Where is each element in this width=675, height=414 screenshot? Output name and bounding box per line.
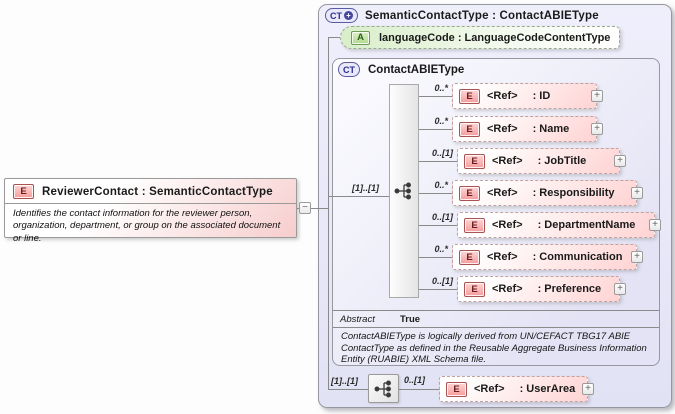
abstract-row: Abstract True xyxy=(340,314,420,325)
complex-type-icon: CT xyxy=(338,62,360,77)
element-row-userarea[interactable]: E <Ref> : UserArea xyxy=(439,376,588,402)
element-row-name[interactable]: E <Ref> : Name xyxy=(452,116,597,142)
base-type-title: ContactABIEType xyxy=(368,63,465,76)
connector-trunk xyxy=(328,37,329,390)
root-element-box[interactable]: E ReviewerContact : SemanticContactType … xyxy=(4,178,297,244)
ct-icon-label: CT xyxy=(343,64,355,75)
element-icon: E xyxy=(459,88,480,104)
element-cardinality: 0..[1] xyxy=(431,276,453,286)
connector-to-bottom-sequence xyxy=(328,389,368,390)
divider xyxy=(5,203,296,204)
element-name: : Communication xyxy=(532,251,623,263)
connector-element xyxy=(419,161,457,162)
expand-toggle[interactable]: + xyxy=(631,251,643,263)
ct-icon-label: CT xyxy=(330,10,342,21)
element-row-id[interactable]: E <Ref> : ID xyxy=(452,83,597,109)
element-ref: <Ref> xyxy=(487,90,518,102)
connector-element xyxy=(419,289,457,290)
element-icon: E xyxy=(464,281,485,297)
root-element-title: ReviewerContact : SemanticContactType xyxy=(42,185,273,198)
element-icon: E xyxy=(459,249,480,265)
expand-toggle[interactable]: + xyxy=(582,383,594,395)
element-ref: <Ref> xyxy=(487,123,518,135)
divider xyxy=(333,327,659,328)
panel-title: SemanticContactType : ContactABIEType xyxy=(365,9,599,22)
sequence-cardinality: [1]..[1] xyxy=(331,376,358,386)
connector-root-to-panel xyxy=(297,208,328,209)
attribute-languagecode-box[interactable]: A languageCode : LanguageCodeContentType xyxy=(340,26,620,49)
abstract-label: Abstract xyxy=(340,314,375,325)
expand-toggle[interactable]: + xyxy=(631,187,643,199)
element-name: : JobTitle xyxy=(537,155,587,167)
derivation-note: ContactABIEType is logically derived fro… xyxy=(341,331,647,366)
connector-element xyxy=(419,129,452,130)
connector-to-userarea xyxy=(399,389,439,390)
expand-toggle[interactable]: + xyxy=(614,283,626,295)
element-ref: <Ref> xyxy=(487,251,518,263)
element-cardinality: 0..* xyxy=(434,180,448,190)
divider xyxy=(333,310,659,311)
derived-plus-icon: + xyxy=(344,11,353,20)
sequence-cardinality: [1]..[1] xyxy=(352,183,379,193)
element-icon: E xyxy=(459,121,480,137)
element-row-jobtitle[interactable]: E <Ref> : JobTitle xyxy=(457,148,620,174)
element-cardinality: 0..[1] xyxy=(431,212,453,222)
element-row-departmentname[interactable]: E <Ref> : DepartmentName xyxy=(457,212,655,238)
element-row-preference[interactable]: E <Ref> : Preference xyxy=(457,276,620,302)
element-name: : Name xyxy=(532,123,570,135)
element-name: : Preference xyxy=(537,283,602,295)
expand-toggle[interactable]: + xyxy=(591,90,603,102)
abstract-value: True xyxy=(400,314,421,325)
element-name: : UserArea xyxy=(519,383,576,395)
element-cardinality: 0..* xyxy=(434,116,448,126)
connector-to-sequence xyxy=(328,196,389,197)
element-name: : DepartmentName xyxy=(537,219,636,231)
root-element-description: Identifies the contact information for t… xyxy=(13,208,281,244)
connector-element xyxy=(419,96,452,97)
sequence-compositor-box[interactable] xyxy=(368,374,399,403)
expand-toggle[interactable]: + xyxy=(614,155,626,167)
element-cardinality: 0..[1] xyxy=(404,375,426,385)
element-ref: <Ref> xyxy=(492,155,523,167)
element-icon: E xyxy=(464,217,485,233)
attribute-label: languageCode : LanguageCodeContentType xyxy=(379,31,611,44)
element-cardinality: 0..* xyxy=(434,244,448,254)
element-cardinality: 0..[1] xyxy=(431,148,453,158)
attribute-icon: A xyxy=(351,30,370,45)
sequence-compositor-bar[interactable] xyxy=(389,84,419,298)
sequence-icon xyxy=(374,380,391,397)
connector-element xyxy=(419,225,457,226)
complex-type-derived-icon: CT + xyxy=(325,8,358,23)
element-icon: E xyxy=(446,381,467,397)
element-icon: E xyxy=(459,185,480,201)
element-row-communication[interactable]: E <Ref> : Communication xyxy=(452,244,637,270)
element-icon: E xyxy=(464,153,485,169)
collapse-toggle[interactable]: − xyxy=(299,202,311,214)
element-row-responsibility[interactable]: E <Ref> : Responsibility xyxy=(452,180,637,206)
element-cardinality: 0..* xyxy=(434,83,448,93)
element-icon: E xyxy=(13,184,34,199)
element-name: : ID xyxy=(532,90,551,102)
connector-element xyxy=(419,193,452,194)
element-ref: <Ref> xyxy=(474,383,505,395)
sequence-icon xyxy=(394,182,411,200)
expand-toggle[interactable]: + xyxy=(591,123,603,135)
connector-to-attribute xyxy=(328,37,341,38)
element-ref: <Ref> xyxy=(492,283,523,295)
expand-toggle[interactable]: + xyxy=(649,219,661,231)
element-ref: <Ref> xyxy=(492,219,523,231)
element-name: : Responsibility xyxy=(532,187,615,199)
connector-element xyxy=(419,257,452,258)
element-ref: <Ref> xyxy=(487,187,518,199)
